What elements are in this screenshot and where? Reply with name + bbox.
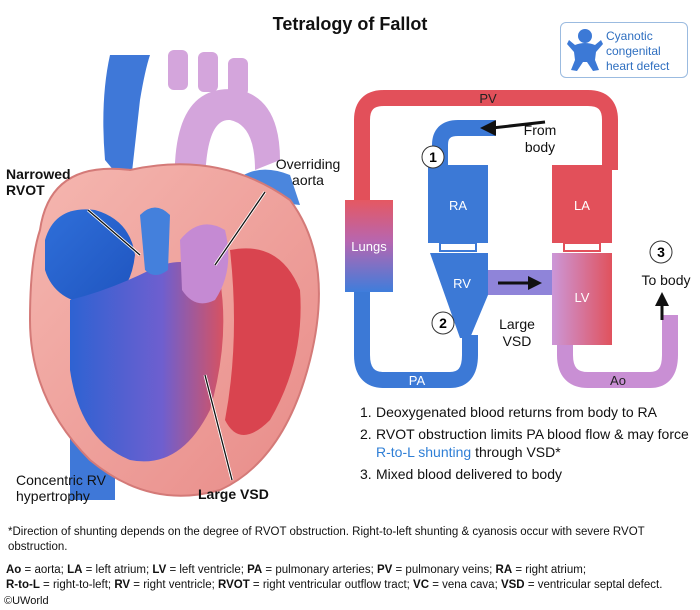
page-title: Tetralogy of Fallot — [272, 14, 428, 34]
step-3: 3. Mixed blood delivered to body — [360, 465, 695, 483]
marker-3 — [649, 240, 673, 264]
step-2-text-end: through VSD* — [471, 444, 561, 460]
abbr-term: VSD — [500, 579, 525, 591]
vc-arrow — [491, 120, 546, 130]
concentric-rv-label: Concentric RV hypertrophy — [16, 472, 107, 504]
abbr-definition: pulmonary veins — [405, 564, 490, 576]
abbr-term: RA — [495, 564, 513, 576]
abbr-definition: left atrium — [95, 564, 147, 576]
aortic-root — [180, 224, 229, 304]
rvot-pointer — [87, 209, 141, 256]
abbr-term: RVOT — [217, 579, 250, 591]
marker-3-text: 3 — [657, 244, 665, 260]
baby-icon — [567, 29, 603, 71]
pa-label: PA — [409, 373, 426, 388]
footnote: *Direction of shunting depends on the de… — [8, 526, 645, 553]
abbr-definition: aorta — [34, 564, 61, 576]
abbr-term: R-to-L — [6, 579, 40, 591]
from-body-label: From body — [523, 122, 557, 155]
mitral-valve — [563, 242, 601, 252]
step-2-text: RVOT obstruction limits PA blood flow & … — [376, 426, 689, 442]
pv-label: PV — [479, 91, 497, 106]
ra-label: RA — [449, 198, 467, 213]
abbr-term: Ao — [6, 564, 22, 576]
abbr-term: VC — [413, 579, 430, 591]
copyright: ©UWorld — [4, 595, 49, 607]
abbr-term: PA — [247, 564, 263, 576]
pa-loop — [354, 290, 478, 388]
pv-loop — [354, 90, 618, 205]
ao-loop — [557, 315, 678, 388]
abbr-term: PV — [376, 564, 393, 576]
heart-illustration — [28, 50, 320, 500]
abbr-definition: right ventricular outflow tract — [262, 579, 407, 591]
step-2-number: 2. — [360, 426, 372, 442]
lv-box — [552, 253, 612, 345]
tricuspid-valve — [439, 242, 477, 252]
to-body-label: To body — [641, 272, 691, 288]
vsd-arrowhead — [528, 276, 542, 290]
ao-label: Ao — [610, 373, 626, 388]
rvot — [140, 207, 170, 275]
step-3-text: Mixed blood delivered to body — [376, 466, 563, 482]
lungs-box — [345, 200, 393, 292]
large-vsd-label: Large VSD — [198, 486, 269, 502]
step-2-highlight: R-to-L shunting — [376, 444, 472, 460]
steps-list: 1. Deoxygenated blood returns from body … — [360, 403, 695, 487]
abbr-term: LA — [67, 564, 83, 576]
body-arrowhead — [655, 292, 669, 306]
step-1: 1. Deoxygenated blood returns from body … — [360, 403, 695, 421]
abbreviations: Ao = aorta; LA = left atrium; LV = left … — [6, 564, 663, 591]
lv-label: LV — [575, 290, 590, 305]
abbr-definition: ventricular septal defect — [537, 579, 660, 591]
vc-vessel — [432, 120, 495, 165]
overriding-aorta-label: Overriding aorta — [275, 156, 341, 188]
vc-arrowhead — [480, 120, 496, 136]
flow-vsd-label: Large VSD — [499, 316, 535, 349]
abbr-definition: pulmonary arteries — [275, 564, 371, 576]
lungs-label: Lungs — [351, 239, 387, 254]
marker-2 — [431, 311, 455, 335]
vc-label: VC — [450, 152, 468, 167]
abbr-definition: vena cava — [442, 579, 495, 591]
cyanotic-badge: Cyanotic congenital heart defect — [560, 22, 688, 78]
abbr-definition: left ventricle — [179, 564, 241, 576]
right-ventricle-chamber — [70, 262, 224, 462]
marker-2-text: 2 — [439, 315, 447, 331]
vsd-pointer — [204, 374, 233, 481]
step-1-text: Deoxygenated blood returns from body to … — [376, 404, 657, 420]
la-box — [552, 165, 612, 243]
aorta-pointer — [214, 191, 266, 266]
aorta-branch — [198, 52, 218, 92]
rv-label: RV — [453, 276, 471, 291]
svc-vessel — [103, 55, 150, 190]
ra-box — [428, 165, 488, 243]
step-2: 2. RVOT obstruction limits PA blood flow… — [360, 425, 695, 461]
abbr-term: LV — [152, 564, 167, 576]
badge-text: Cyanotic congenital heart defect — [606, 29, 670, 73]
abbr-term: RV — [114, 579, 131, 591]
aorta-branch — [168, 50, 188, 90]
abbr-definition: right ventricle — [143, 579, 212, 591]
narrowed-rvot-label: Narrowed RVOT — [6, 166, 71, 198]
la-label: LA — [574, 198, 590, 213]
abbr-definition: right-to-left — [52, 579, 108, 591]
right-atrium-chamber — [45, 209, 135, 305]
aorta-branch — [228, 58, 248, 96]
abbr-definition: right atrium — [525, 564, 583, 576]
step-3-number: 3. — [360, 466, 372, 482]
left-ventricle-chamber — [225, 248, 301, 435]
marker-1-text: 1 — [429, 149, 437, 165]
marker-1 — [421, 145, 445, 169]
step-1-number: 1. — [360, 404, 372, 420]
circulation-flow-diagram: 1 2 3 PV PA Ao Lungs RA LA RV LV VC — [345, 90, 678, 388]
